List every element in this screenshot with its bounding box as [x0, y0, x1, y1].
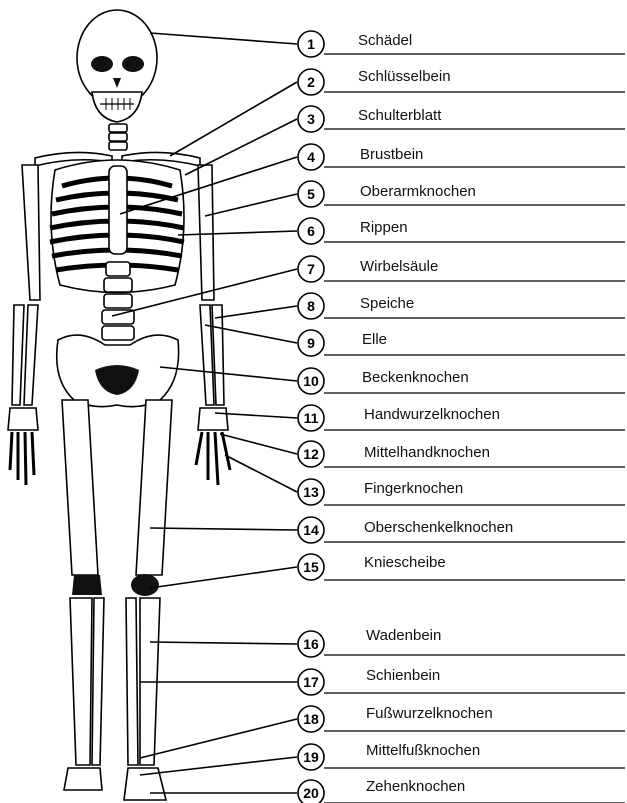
label-text: Schienbein	[366, 667, 440, 684]
label-item: 8 Speiche	[298, 293, 625, 319]
label-number: 8	[307, 298, 315, 314]
skull	[77, 10, 157, 122]
label-item: 6 Rippen	[298, 218, 625, 244]
label-number: 16	[303, 636, 319, 652]
label-item: 4 Brustbein	[298, 144, 625, 170]
label-number: 1	[307, 36, 315, 52]
label-number: 14	[303, 522, 319, 538]
label-text: Mittelhandknochen	[364, 444, 490, 461]
label-text: Elle	[362, 331, 387, 348]
label-item: 3 Schulterblatt	[298, 106, 625, 132]
label-item: 19 Mittelfußknochen	[298, 742, 625, 770]
label-item: 13 Fingerknochen	[298, 479, 625, 505]
label-list: 1 Schädel 2 Schlüsselbein 3 Schulterblatt 4…	[298, 31, 625, 803]
label-text: Wirbelsäule	[360, 258, 438, 275]
lumbar-spine	[102, 262, 134, 340]
label-number: 17	[303, 674, 319, 690]
label-item: 14 Oberschenkelknochen	[298, 517, 625, 543]
label-item: 20 Zehenknochen	[298, 778, 625, 803]
label-text: Fingerknochen	[364, 480, 463, 497]
label-number: 10	[303, 373, 319, 389]
label-item: 7 Wirbelsäule	[298, 256, 625, 282]
label-text: Wadenbein	[366, 627, 441, 644]
arm-right	[196, 165, 230, 485]
label-text: Oberschenkelknochen	[364, 519, 513, 536]
label-text: Mittelfußknochen	[366, 742, 480, 759]
label-text: Beckenknochen	[362, 369, 469, 386]
label-item: 1 Schädel	[298, 31, 625, 57]
label-number: 18	[303, 711, 319, 727]
label-text: Kniescheibe	[364, 554, 446, 571]
sternum	[109, 166, 127, 254]
label-number: 11	[304, 410, 319, 426]
label-text: Handwurzelknochen	[364, 406, 500, 423]
label-item: 9 Elle	[298, 330, 625, 356]
label-text: Zehenknochen	[366, 778, 465, 795]
label-number: 19	[303, 749, 319, 765]
leg-right	[124, 400, 172, 800]
label-number: 4	[307, 149, 315, 165]
label-number: 6	[307, 223, 315, 239]
label-item: 18 Fußwurzelknochen	[298, 705, 625, 732]
label-number: 12	[303, 446, 319, 462]
label-text: Schlüsselbein	[358, 68, 451, 85]
label-item: 15 Kniescheibe	[298, 554, 625, 580]
label-item: 11 Handwurzelknochen	[298, 405, 625, 431]
label-number: 3	[307, 111, 315, 127]
label-item: 2 Schlüsselbein	[298, 68, 625, 95]
label-item: 10 Beckenknochen	[298, 368, 625, 394]
cervical-spine	[109, 124, 127, 150]
label-number: 15	[303, 559, 319, 575]
label-item: 12 Mittelhandknochen	[298, 441, 625, 467]
label-text: Schädel	[358, 32, 412, 49]
label-item: 5 Oberarmknochen	[298, 181, 625, 207]
label-text: Speiche	[360, 295, 414, 312]
label-number: 20	[303, 785, 319, 801]
label-text: Oberarmknochen	[360, 183, 476, 200]
label-text: Rippen	[360, 219, 408, 236]
leg-left	[62, 400, 104, 790]
label-number: 7	[307, 261, 315, 277]
label-item: 16 Wadenbein	[298, 627, 625, 657]
label-number: 2	[307, 74, 315, 90]
label-number: 5	[307, 186, 315, 202]
label-text: Schulterblatt	[358, 107, 442, 124]
label-text: Brustbein	[360, 146, 423, 163]
label-number: 13	[303, 484, 319, 500]
label-number: 9	[307, 335, 315, 351]
arm-left	[8, 165, 40, 485]
label-text: Fußwurzelknochen	[366, 705, 493, 722]
label-item: 17 Schienbein	[298, 667, 625, 695]
